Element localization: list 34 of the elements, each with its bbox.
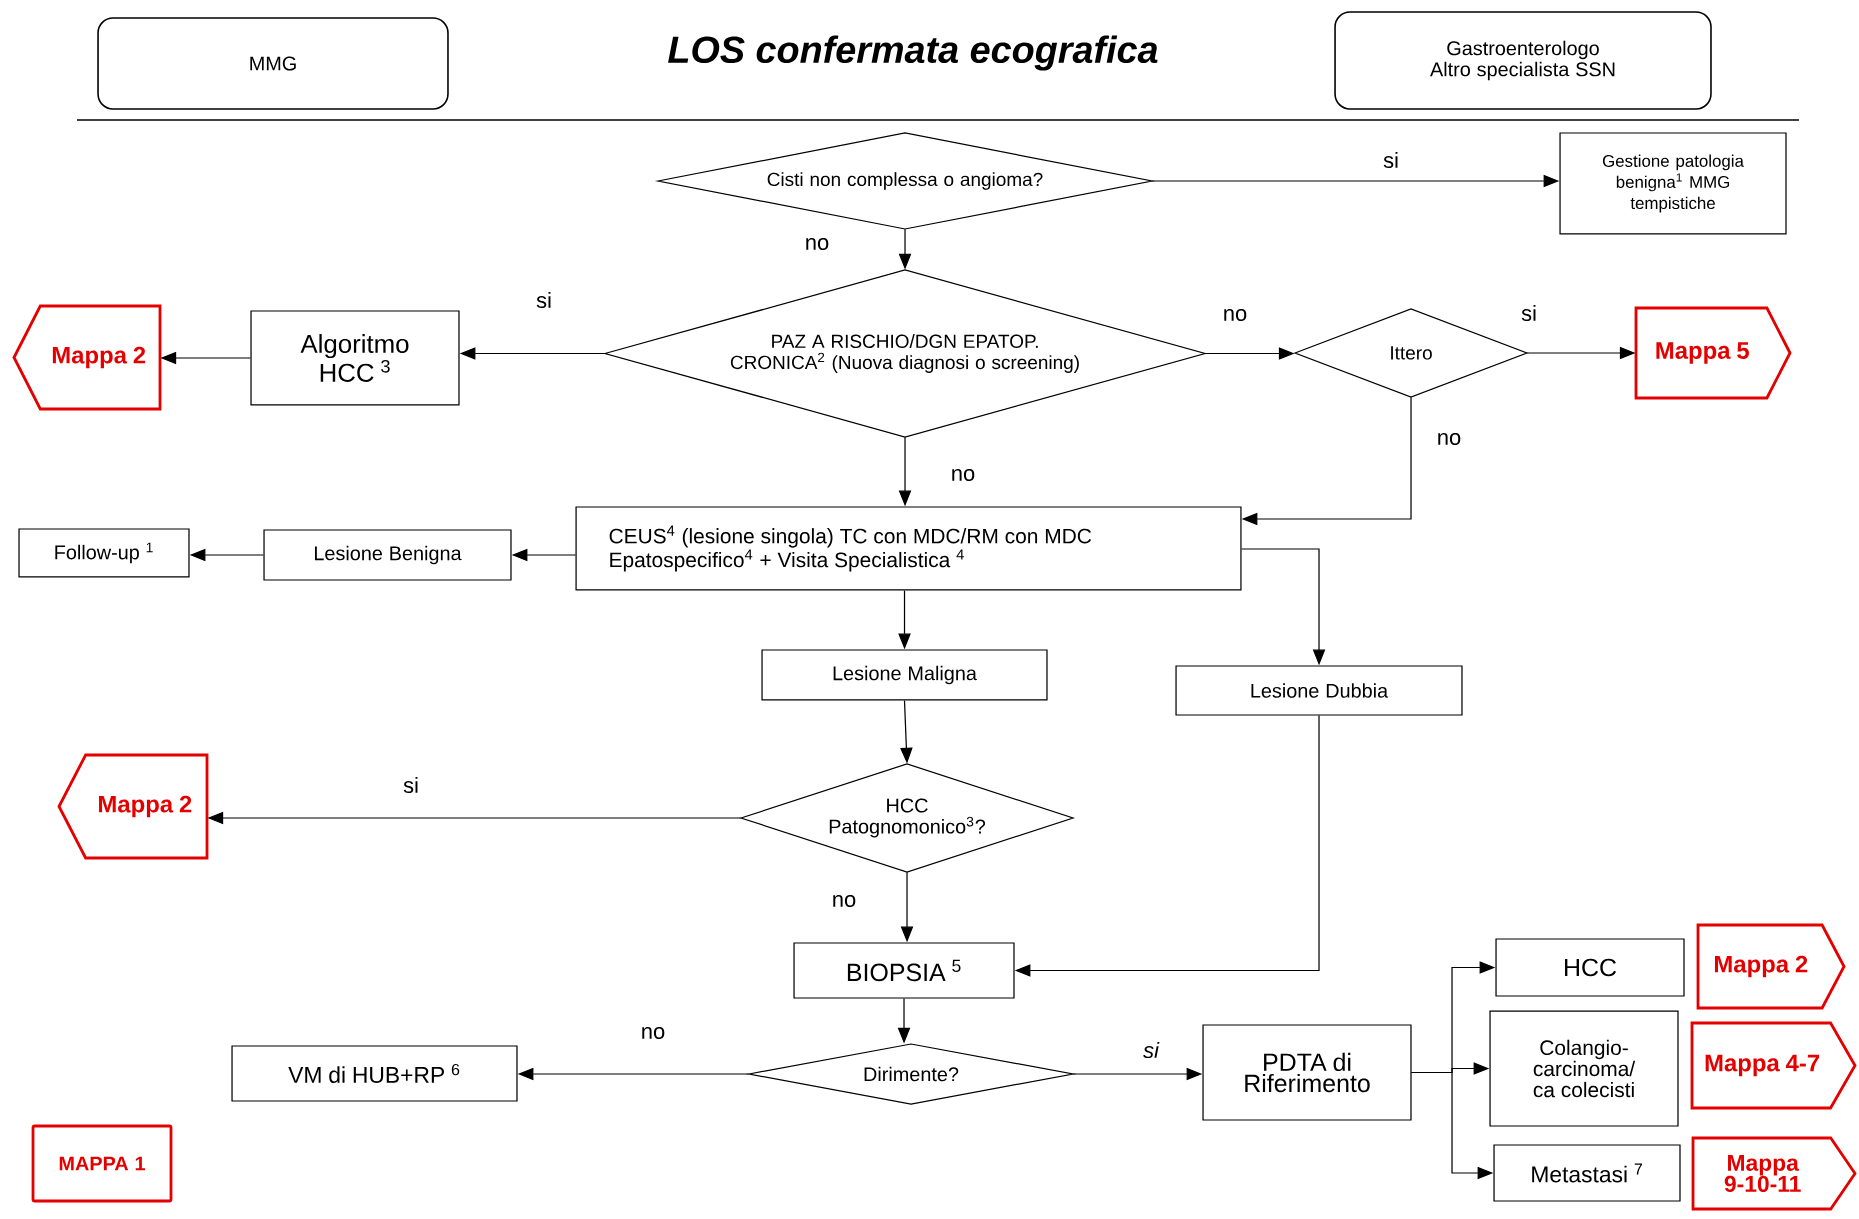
map-link-tag: Mappa 9-10-11: [1691, 1136, 1857, 1211]
process-box: CEUS$^{4}$ (lesione singola) TC con MDC/RM con MDC Epatospecifico$^{4}$ + Visita Specialistica $^{4}$: [575, 506, 1242, 591]
process-box: Metastasi $^{7}$: [1493, 1144, 1681, 1202]
title: LOS confermata ecografica: [668, 35, 1158, 71]
process-box: Lesione Dubbia: [1175, 665, 1463, 716]
edge-label: si: [403, 776, 418, 794]
map-link-tag: Mappa 2: [57, 753, 209, 860]
edge-label: no: [952, 469, 975, 481]
process-box: Lesione Maligna: [761, 649, 1048, 701]
edge-label: si: [1143, 1041, 1160, 1059]
map-link-tag: Mappa 2: [1696, 923, 1846, 1010]
map-link-tag: Mappa 2: [12, 304, 162, 411]
edge-label: no: [642, 1027, 665, 1039]
edge-label: no: [1438, 433, 1461, 445]
process-box: Algoritmo HCC $^{3}$: [250, 310, 460, 406]
process-box: PDTA di Riferimento: [1202, 1024, 1412, 1121]
map-link-box: MAPPA 1: [31, 1124, 173, 1203]
edge-label: no: [806, 238, 829, 250]
process-box: HCC: [1495, 938, 1685, 997]
edge-label: si: [1521, 304, 1536, 322]
edge-label: no: [833, 895, 856, 907]
edge-label: si: [1383, 151, 1398, 169]
process-box: Lesione Benigna: [263, 529, 512, 581]
process-box: Gestione patologia benigna$^{1}$ MMG tempistiche: [1559, 132, 1787, 235]
process-box: Colangio- carcinoma/ ca colecisti: [1489, 1010, 1679, 1127]
role-box: Gastroenterologo Altro specialista SSN: [1334, 11, 1712, 110]
process-box: Follow-up $^{1}$: [18, 528, 190, 578]
map-link-tag: Mappa 5: [1634, 306, 1792, 400]
edge-label: no: [1224, 308, 1247, 321]
role-box: MMG: [97, 17, 449, 110]
edge-label: si: [536, 291, 551, 309]
process-box: VM di HUB+RP $^{6}$: [231, 1045, 518, 1102]
map-link-tag: Mappa 4-7: [1690, 1021, 1857, 1110]
process-box: BIOPSIA $^{5}$: [793, 942, 1015, 999]
